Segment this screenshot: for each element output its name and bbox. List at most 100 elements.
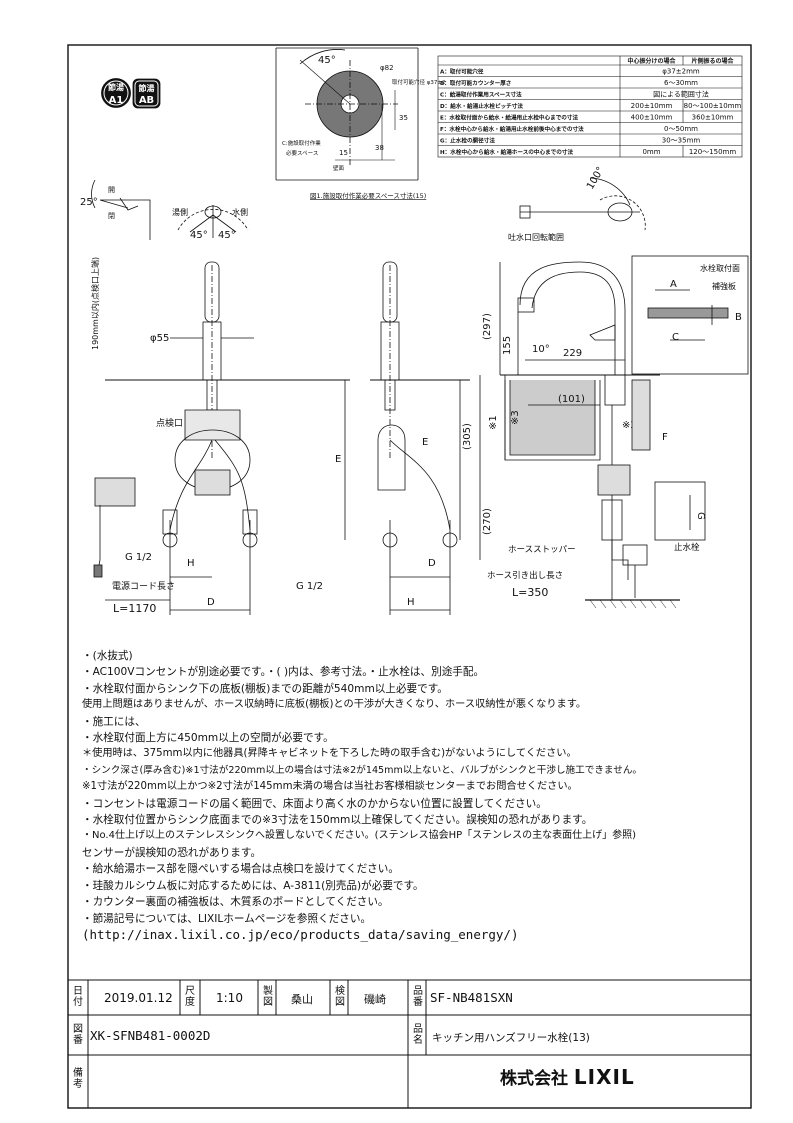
note-line: ・コンセントは電源コードの届く範囲で、床面より高く水のかからない位置に設置してく… bbox=[82, 797, 547, 810]
note-line: ・水栓取付面からシンク下の底板(棚板)までの距離が540mm以上必要です。 bbox=[82, 682, 448, 695]
badge-ab-top: 節湯 bbox=[139, 83, 155, 93]
spec-row-label: H：水栓中心から給水・給湯ホースの中心までの寸法 bbox=[440, 148, 573, 156]
spec-row-label: E：水栓取付面から給水・給湯用止水栓中心までの寸法 bbox=[440, 114, 578, 122]
spec-row-label: G：止水栓の胴径寸法 bbox=[440, 137, 495, 145]
spec-row-label: C：給湯取付作業用スペース寸法 bbox=[440, 91, 522, 99]
spec-row-value: 6～30mm bbox=[664, 79, 698, 87]
section-dim-a: A bbox=[670, 279, 677, 290]
saving-badge-a1: 節湯 A1 bbox=[101, 78, 131, 108]
hose-length: L=350 bbox=[512, 586, 548, 599]
top-wall-label: 壁面 bbox=[333, 164, 345, 172]
note-line: ・No.4仕上げ以上のステンレスシンクへ設置しないでください。(ステンレス協会H… bbox=[82, 830, 637, 842]
rotation-angle: 100° bbox=[585, 165, 607, 191]
badge-a1-top: 節湯 bbox=[108, 82, 124, 92]
badge-ab-bottom: AB bbox=[139, 95, 154, 106]
top-space-label-1: C:施設取付作業 bbox=[282, 139, 321, 147]
top-hole-label: 取付可能穴径 φ37±2 bbox=[392, 78, 445, 86]
note-line: ・カウンター裏面の補強板は、木質系のボードとしてください。 bbox=[82, 896, 389, 909]
section-spout-angle: 10° bbox=[532, 344, 550, 355]
spec-row-value: 30～35mm bbox=[662, 137, 701, 145]
section-dim-c: C bbox=[672, 332, 679, 343]
section-dim-f: F bbox=[662, 432, 668, 443]
spec-row-value: 図による範囲寸法 bbox=[653, 90, 709, 99]
angle-45-right: 45° bbox=[218, 230, 236, 241]
note-line: 使用上問題はありませんが、ホース収納時に底板(棚板)との干渉が大きくなり、ホース… bbox=[82, 699, 587, 711]
spec-table-frame bbox=[437, 55, 743, 158]
top-dim-15: 15 bbox=[339, 149, 348, 157]
top-dim-38: 38 bbox=[375, 144, 384, 152]
mount-surface-label: 水栓取付面 bbox=[700, 263, 740, 273]
note-line: ・施工には、 bbox=[82, 715, 146, 728]
note-line: ・シンク深さ(厚み含む)※1寸法が220mm以上の場合は寸法※2が145mm以上… bbox=[82, 764, 643, 776]
model-value: SF-NB481SXN bbox=[430, 990, 513, 1005]
rotation-label: 吐水口回転範囲 bbox=[508, 232, 564, 242]
section-view: 水栓取付面 補強板 A B C (297) 155 10° 229 (101) … bbox=[462, 255, 749, 609]
company-prefix: 株式会社 bbox=[500, 1069, 568, 1089]
power-cord-label: 電源コード長さ bbox=[112, 581, 175, 592]
date-label: 日付 bbox=[73, 986, 83, 1008]
drawn-label: 製図 bbox=[263, 986, 273, 1008]
top-dim-35: 35 bbox=[399, 114, 408, 122]
lever-open: 開 bbox=[108, 186, 115, 194]
section-dim-297: (297) bbox=[482, 313, 493, 340]
product-name-value: キッチン用ハンズフリー水栓(13) bbox=[432, 1032, 590, 1044]
checked-label: 検図 bbox=[335, 986, 345, 1008]
note-line: ・水栓取付面上方に450mm以上の空間が必要です。 bbox=[82, 732, 334, 745]
drawn-by: 桑山 bbox=[291, 993, 313, 1006]
spec-row-value: φ37±2mm bbox=[662, 68, 700, 76]
mounting-hole-diagram: 45° φ82 取付可能穴径 φ37±2 35 38 15 C:施設取付作業 必… bbox=[275, 47, 445, 200]
note-line: ※1寸法が220mm以上かつ※2寸法が145mm未満の場合は当社お客様相談センタ… bbox=[82, 781, 578, 793]
top-space-label-2: 必要スペース bbox=[286, 149, 318, 157]
front-view: φ55 190mm以内(点検口上端) 点検口 E G 1/2 H D G 1/2… bbox=[90, 257, 350, 615]
section-mark-1: ※1 bbox=[488, 415, 499, 430]
checked-by: 磯崎 bbox=[364, 993, 386, 1006]
hot-side-label: 湯側 bbox=[172, 207, 188, 217]
company-brand: LIXIL bbox=[573, 1065, 635, 1089]
note-url: (http://inax.lixil.co.jp/eco/products_da… bbox=[82, 926, 519, 942]
top-diagram-caption: 図1.施設取付作業必要スペース寸法(15) bbox=[310, 191, 426, 200]
lever-angle-view: 25° 開 閉 bbox=[80, 179, 151, 240]
spec-row-value-2: 120～150mm bbox=[689, 148, 737, 156]
side-dim-e: E bbox=[422, 437, 428, 448]
side-dim-h: H bbox=[407, 597, 415, 608]
note-line: センサーが誤検知の恐れがあります。 bbox=[82, 846, 262, 859]
section-mark-3: ※3 bbox=[510, 410, 521, 425]
note-line: ・(水抜式) bbox=[82, 650, 133, 662]
hose-pull-label: ホース引き出し長さ bbox=[487, 570, 563, 581]
top-angle-45: 45° bbox=[318, 55, 336, 66]
note-line: ・珪酸カルシウム板に対応するためには、A-3811(別売品)が必要です。 bbox=[82, 879, 424, 892]
section-dim-305: (305) bbox=[462, 423, 473, 450]
badge-a1-bottom: A1 bbox=[109, 95, 124, 106]
note-line: ・水栓取付位置からシンク底面までの※3寸法を150mm以上確保してください。誤検… bbox=[82, 814, 593, 827]
spec-row-label: F：水栓中心から給水・給湯用止水栓前後中心までの寸法 bbox=[440, 125, 584, 133]
lever-closed: 閉 bbox=[108, 212, 115, 220]
front-dim-d: D bbox=[207, 597, 215, 608]
hot-cold-view: 湯側 水側 45° 45° bbox=[172, 205, 249, 241]
section-dim-270: (270) bbox=[482, 508, 493, 535]
front-inspection-port: 点検口 bbox=[156, 417, 183, 429]
section-dim-155: 155 bbox=[502, 336, 513, 355]
top-phi82: φ82 bbox=[380, 64, 394, 72]
spec-row-label: B：取付可能カウンター厚さ bbox=[440, 79, 511, 87]
company-name: 株式会社 LIXIL bbox=[500, 1064, 635, 1089]
side-view: E D H bbox=[370, 261, 470, 615]
product-name-label: 品名 bbox=[413, 1024, 423, 1046]
scale-value: 1:10 bbox=[216, 991, 243, 1005]
spec-row-label: D：給水・給湯止水栓ピッチ寸法 bbox=[440, 102, 523, 110]
section-mark-2: ※2 bbox=[622, 420, 637, 431]
section-dim-g: G bbox=[695, 512, 706, 520]
spec-row-value-2: 360±10mm bbox=[692, 114, 734, 122]
lever-angle: 25° bbox=[80, 197, 98, 208]
spec-header-1: 片側振るの場合 bbox=[691, 57, 734, 65]
spout-rotation-view: 100° 吐水口回転範囲 bbox=[508, 165, 646, 242]
power-cord-length: L=1170 bbox=[113, 602, 156, 615]
remarks-label: 備考 bbox=[73, 1068, 83, 1090]
spec-row-label: A：取付可能穴径 bbox=[440, 68, 484, 76]
front-g12-mid: G 1/2 bbox=[296, 581, 323, 592]
scale-label: 尺度 bbox=[185, 986, 195, 1008]
stop-valve-label: 止水栓 bbox=[674, 542, 700, 553]
front-dim-h: H bbox=[187, 558, 195, 569]
